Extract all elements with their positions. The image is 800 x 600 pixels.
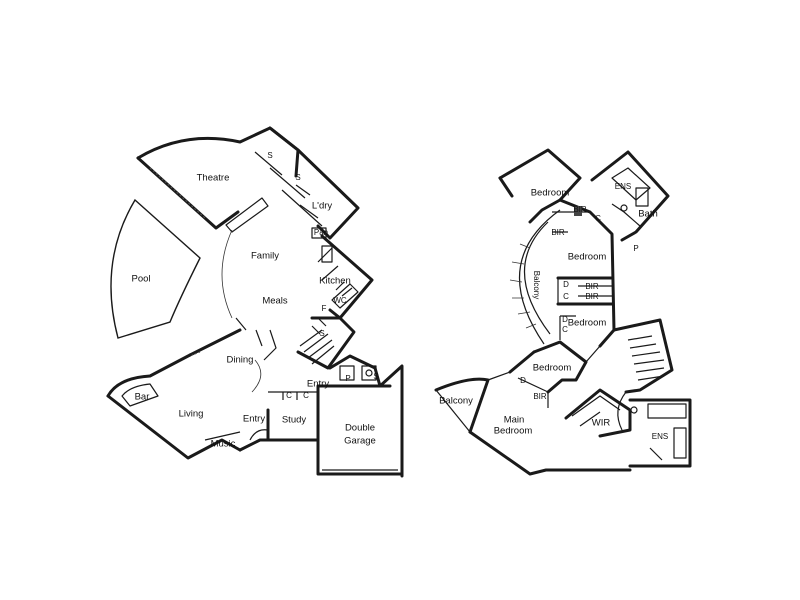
room-label-bedroom-4: Bedroom <box>533 363 572 374</box>
room-label-kitchen: Kitchen <box>319 276 351 287</box>
room-label-dining: Dining <box>227 355 254 366</box>
room-label-s-store-2: S <box>295 173 300 182</box>
room-label-bedroom-2: Bedroom <box>568 252 607 263</box>
room-label-pantry: Pan <box>314 228 328 237</box>
room-label-s-store-4: S <box>373 372 378 381</box>
room-label-s-store-1: S <box>267 151 272 160</box>
room-label-entry-upper: Entry <box>307 379 329 390</box>
room-label-garage-line1: Double <box>345 423 375 434</box>
room-label-d-c: D <box>520 376 526 385</box>
room-label-ens-top: ENS <box>615 182 631 191</box>
living-wall <box>106 353 192 398</box>
room-label-family: Family <box>251 251 279 262</box>
room-label-theatre: Theatre <box>197 173 230 184</box>
room-label-balcony-left: Balcony <box>439 396 473 407</box>
room-label-wc: WC <box>333 296 347 305</box>
room-label-bir-a: BIR <box>573 205 587 214</box>
room-label-balcony-curved: Balcony <box>532 271 541 299</box>
room-label-c-a: C <box>595 214 601 223</box>
upper-floor-plan <box>434 148 692 476</box>
room-label-bir-e: BIR <box>533 392 547 401</box>
room-label-pool: Pool <box>131 274 150 285</box>
room-label-bir-b: BIR <box>551 228 565 237</box>
pool-shape <box>110 198 201 339</box>
room-label-wir: WIR <box>592 418 611 429</box>
room-label-living: Living <box>179 409 204 420</box>
room-label-meals: Meals <box>262 296 288 307</box>
room-label-ens-bottom: ENS <box>652 432 668 441</box>
room-label-garage-line2: Garage <box>344 436 376 447</box>
room-label-bir-d: BIR <box>585 292 599 301</box>
room-label-c-1: C <box>286 391 292 400</box>
ground-floor-plan <box>106 126 404 478</box>
room-label-p: P <box>345 374 350 383</box>
room-label-c-2: C <box>303 391 309 400</box>
theatre-wall <box>136 126 300 178</box>
room-label-main-bedroom-line2: Bedroom <box>494 426 533 437</box>
room-label-music: Music <box>211 439 236 450</box>
room-label-bir-c: BIR <box>585 282 599 291</box>
room-label-entry-lower: Entry <box>243 414 265 425</box>
room-label-d-a: D <box>563 280 569 289</box>
room-label-bar: Bar <box>135 392 150 403</box>
room-label-study: Study <box>282 415 307 426</box>
room-label-c-c: C <box>562 325 568 334</box>
room-label-f: F <box>322 304 327 313</box>
room-label-s-store-3: S <box>319 329 324 338</box>
room-label-d-b: D <box>562 315 568 324</box>
room-label-main-bedroom-line1: Main <box>504 415 525 426</box>
room-label-c-b: C <box>563 292 569 301</box>
room-label-bedroom-3: Bedroom <box>568 318 607 329</box>
room-label-laundry: L'dry <box>312 201 333 212</box>
room-label-bedroom-top: Bedroom <box>531 188 570 199</box>
room-label-p-top: P <box>633 244 638 253</box>
room-label-bath: Bath <box>638 209 658 220</box>
